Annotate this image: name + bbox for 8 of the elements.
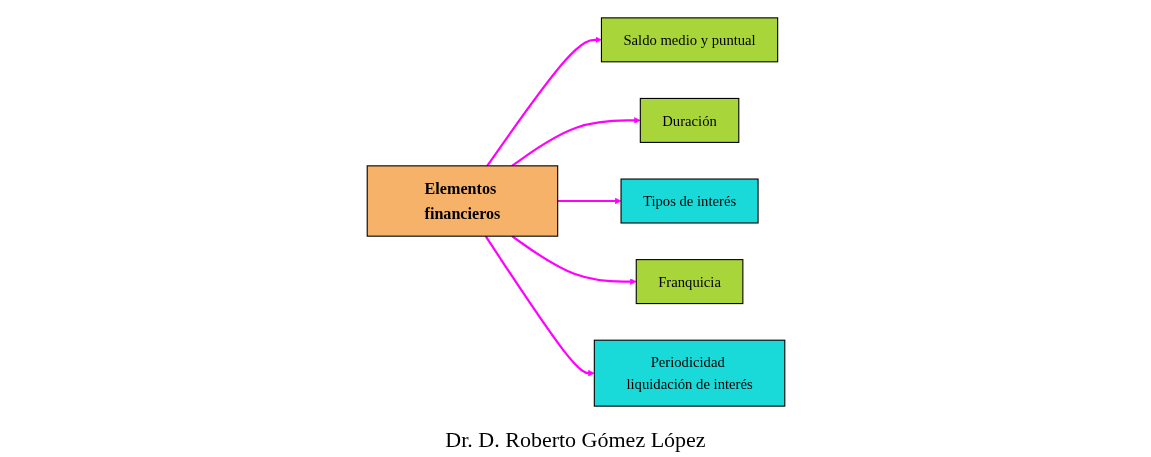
node-box: Periodicidad liquidación de interés — [593, 339, 785, 407]
node-box: Franquicia — [635, 258, 743, 304]
author-note: Dr. D. Roberto Gómez López — [445, 427, 706, 452]
arrow — [557, 197, 621, 204]
node-box: Elementos financieros — [366, 164, 558, 237]
node-box: Saldo medio y puntual — [600, 16, 778, 62]
node-box: Tipos de interés — [620, 178, 759, 224]
node-box: Duración — [639, 97, 739, 143]
